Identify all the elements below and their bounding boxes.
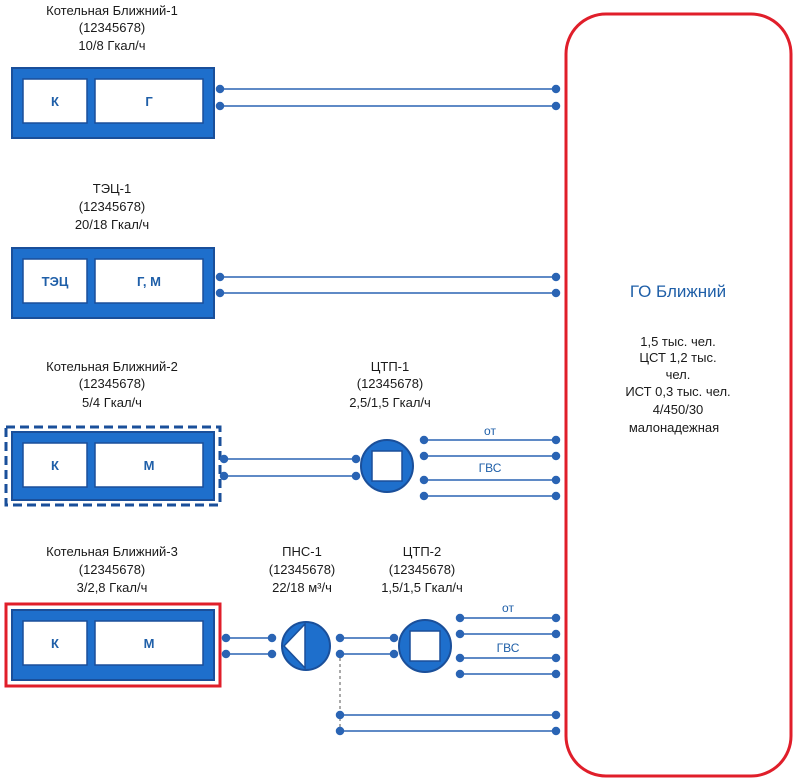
source-1-left-label: К [51, 94, 59, 109]
pipe-source-1 [215, 84, 561, 111]
source-3-capacity: 5/4 Гкал/ч [82, 395, 142, 410]
pipes-ctp1-out [419, 435, 561, 501]
pipe-source-4-to-pns1 [221, 633, 277, 659]
source-3-code: (12345678) [79, 376, 146, 391]
source-2-left-label: ТЭЦ [42, 274, 69, 289]
pns-1-code: (12345678) [269, 562, 336, 577]
ctp-2-pipe-ot: от [502, 601, 514, 615]
source-3-title: Котельная Ближний-2 [46, 359, 178, 374]
consumer-line-2: ЦСТ 1,2 тыс. [639, 350, 716, 365]
source-2-title: ТЭЦ-1 [93, 181, 131, 196]
pipe-bypass [335, 710, 561, 736]
ctp-2-code: (12345678) [389, 562, 456, 577]
ctp-1-pipe-gvs: ГВС [479, 461, 502, 475]
pipes-ctp2-out [455, 613, 561, 679]
ctp-2-capacity: 1,5/1,5 Гкал/ч [381, 580, 463, 595]
consumer-line-6: малонадежная [629, 420, 719, 435]
source-3-left-label: К [51, 458, 59, 473]
source-4-title: Котельная Ближний-3 [46, 544, 178, 559]
ctp-2-title: ЦТП-2 [403, 544, 441, 559]
pns-1: ПНС-1 (12345678) 22/18 м³/ч [269, 544, 336, 671]
consumer-line-5: 4/450/30 [653, 402, 704, 417]
source-boiler-1: Котельная Ближний-1 (12345678) 10/8 Гкал… [11, 3, 215, 139]
source-4-right-label: М [144, 636, 155, 651]
source-2-code: (12345678) [79, 199, 146, 214]
ctp-1-title: ЦТП-1 [371, 359, 409, 374]
ctp-1-capacity: 2,5/1,5 Гкал/ч [349, 395, 431, 410]
source-4-code: (12345678) [79, 562, 146, 577]
consumer-line-1: 1,5 тыс. чел. [640, 334, 715, 349]
source-1-title: Котельная Ближний-1 [46, 3, 178, 18]
pipe-pns1-to-ctp2 [335, 633, 399, 659]
source-1-code: (12345678) [79, 20, 146, 35]
source-chp-1: ТЭЦ-1 (12345678) 20/18 Гкал/ч ТЭЦ Г, М [11, 181, 215, 319]
pipe-source-2 [215, 272, 561, 298]
source-boiler-2: Котельная Ближний-2 (12345678) 5/4 Гкал/… [4, 359, 222, 507]
pns-1-capacity: 22/18 м³/ч [272, 580, 332, 595]
pns-1-title: ПНС-1 [282, 544, 322, 559]
ctp-2-pipe-gvs: ГВС [497, 641, 520, 655]
consumer-title: ГО Ближний [630, 282, 726, 301]
source-2-right-label: Г, М [137, 274, 161, 289]
source-3-right-label: М [144, 458, 155, 473]
consumer-line-4: ИСТ 0,3 тыс. чел. [625, 384, 730, 399]
consumer-line-3: чел. [666, 367, 691, 382]
pipe-source-3-to-ctp1 [219, 454, 361, 481]
ctp-1: ЦТП-1 (12345678) 2,5/1,5 Гкал/ч [349, 359, 431, 493]
source-4-left-label: К [51, 636, 59, 651]
source-1-capacity: 10/8 Гкал/ч [78, 38, 145, 53]
source-1-right-label: Г [145, 94, 153, 109]
ctp-2: ЦТП-2 (12345678) 1,5/1,5 Гкал/ч [381, 544, 463, 673]
ctp-1-pipe-ot: от [484, 424, 496, 438]
source-boiler-3: Котельная Ближний-3 (12345678) 3/2,8 Гка… [4, 544, 222, 688]
consumer-go-box [564, 12, 793, 778]
source-2-capacity: 20/18 Гкал/ч [75, 217, 149, 232]
ctp-1-code: (12345678) [357, 376, 424, 391]
source-4-capacity: 3/2,8 Гкал/ч [77, 580, 148, 595]
